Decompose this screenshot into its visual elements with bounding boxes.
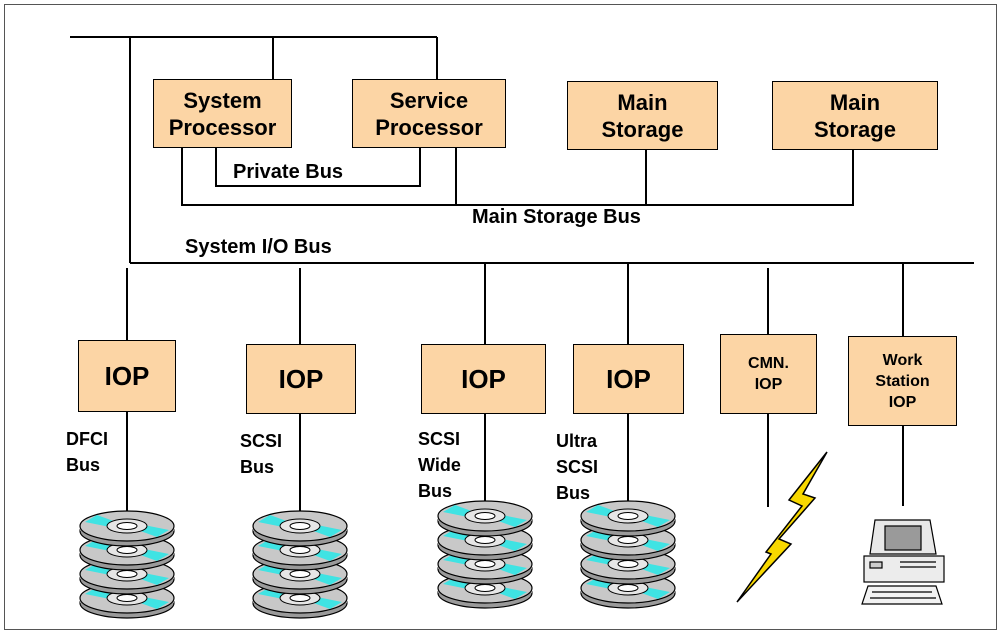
- private-bus-label: Private Bus: [233, 161, 344, 183]
- lightning-bolt-icon: [736, 451, 828, 603]
- cmn-iop-box: CMN. IOP: [720, 334, 817, 414]
- system-processor-box: System Processor: [153, 79, 292, 148]
- service-processor-box: Service Processor: [352, 79, 506, 148]
- dfci-bus-label: DFCI Bus: [66, 429, 108, 475]
- iop-box: IOP: [573, 344, 684, 414]
- main-storage-bus-label: Main Storage Bus: [472, 206, 641, 228]
- iop-box: IOP: [78, 340, 176, 412]
- scsi-bus-label: SCSI Bus: [240, 431, 283, 477]
- disk-stack-icon: [252, 510, 348, 619]
- main-storage-box: Main Storage: [567, 81, 718, 150]
- workstation-iop-box: Work Station IOP: [848, 336, 957, 426]
- ultra-scsi-bus-label: Ultra SCSI Bus: [556, 431, 599, 503]
- workstation-computer-icon: [861, 519, 945, 605]
- diagram-frame: [4, 4, 997, 630]
- system-io-bus-label: System I/O Bus: [185, 236, 332, 258]
- scsi-wide-bus-label: SCSI Wide Bus: [418, 429, 461, 501]
- iop-box: IOP: [246, 344, 356, 414]
- iop-box: IOP: [421, 344, 546, 414]
- disk-stack-icon: [79, 510, 175, 619]
- disk-stack-icon: [437, 500, 533, 609]
- main-storage-box: Main Storage: [772, 81, 938, 150]
- disk-stack-icon: [580, 500, 676, 609]
